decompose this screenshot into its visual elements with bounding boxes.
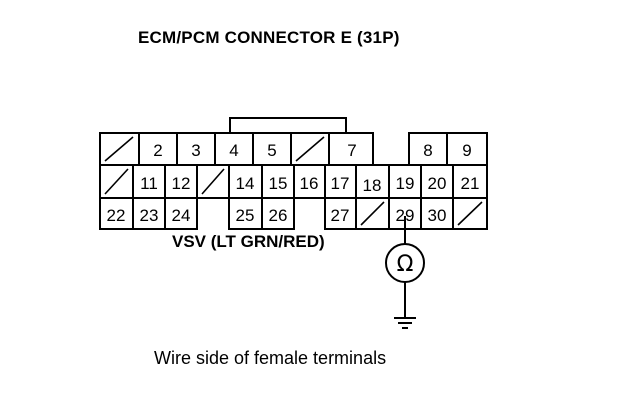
ground-icon [394,317,416,329]
pin-3-label: 3 [191,141,200,160]
pin-30-label: 30 [428,206,447,225]
connector-row-1: 2 3 4 5 7 8 9 [99,132,488,166]
connector-lock-tab [229,117,347,133]
pin-8-label: 8 [423,141,432,160]
pin-cell [164,197,198,230]
ohm-symbol: Ω [397,252,414,277]
empty-pin-slash [295,136,325,162]
empty-pin-slash [104,136,134,162]
pin-2-label: 2 [153,141,162,160]
pin-9-label: 9 [462,141,471,160]
connector-row-3: 22 23 24 25 26 27 29 30 [99,197,488,230]
pin-16-label: 16 [300,174,319,193]
pin-26-label: 26 [269,206,288,225]
diagram-caption: Wire side of female terminals [154,348,387,368]
pin-12-label: 12 [172,174,191,193]
pin-20-label: 20 [428,174,447,193]
pin-4-label: 4 [229,141,238,160]
empty-pin-slash [360,201,385,226]
diagram-title: ECM/PCM CONNECTOR E (31P) [138,28,400,47]
connector-row-2: 11 12 14 15 16 17 18 19 20 21 [99,164,488,199]
empty-pin-slash [201,168,225,195]
pin-24-label: 24 [172,206,191,225]
pin-15-label: 15 [269,174,288,193]
pin-29-label: 29 [396,206,415,225]
pin-11-label: 11 [140,174,158,193]
pin-18-label: 18 [363,176,382,195]
wire-color-label: VSV (LT GRN/RED) [172,232,325,251]
pin-cell-empty [452,197,488,230]
pin-21-label: 21 [461,174,480,193]
pin-19-label: 19 [396,174,415,193]
pin-14-label: 14 [236,174,255,193]
pin-27-label: 27 [331,206,350,225]
pin-5-label: 5 [267,141,276,160]
pin-cell [261,197,295,230]
pin-17-label: 17 [331,174,350,193]
pin-7-label: 7 [347,141,356,160]
pin-22-label: 22 [107,206,126,225]
empty-pin-slash [104,168,129,195]
pin-25-label: 25 [236,206,255,225]
empty-pin-slash [457,201,483,226]
pin-23-label: 23 [140,206,159,225]
